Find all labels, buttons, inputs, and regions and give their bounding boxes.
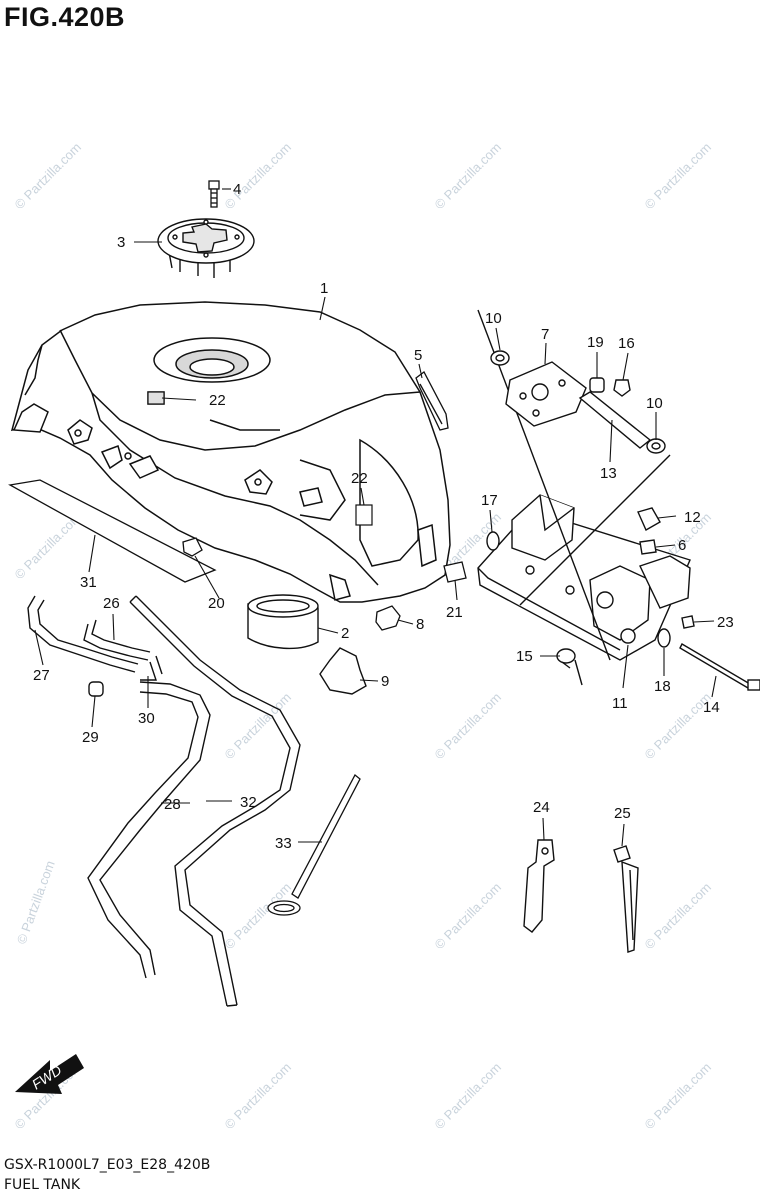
callout-13: 13 bbox=[600, 465, 617, 482]
callout-31: 31 bbox=[80, 574, 97, 591]
callout-22b: 22 bbox=[351, 470, 368, 487]
callout-32: 32 bbox=[240, 794, 257, 811]
callout-26: 26 bbox=[103, 595, 120, 612]
figure-title: FIG.420B bbox=[4, 2, 126, 32]
callout-7: 7 bbox=[541, 326, 549, 343]
callout-28: 28 bbox=[164, 796, 181, 813]
watermark: © Partzilla.com bbox=[222, 690, 295, 763]
part-pad-b bbox=[355, 504, 373, 526]
part-clamp bbox=[523, 839, 555, 933]
callout-6: 6 bbox=[678, 537, 686, 554]
part-strip bbox=[415, 371, 449, 431]
part-cable-tie bbox=[613, 845, 639, 953]
callout-20: 20 bbox=[208, 595, 225, 612]
callout-4: 4 bbox=[233, 181, 241, 198]
callout-1: 1 bbox=[320, 280, 328, 297]
callout-21: 21 bbox=[446, 604, 463, 621]
watermark: © Partzilla.com bbox=[642, 1060, 715, 1133]
part-bolt bbox=[208, 180, 220, 208]
watermark: © Partzilla.com bbox=[222, 1060, 295, 1133]
watermark: © Partzilla.com bbox=[14, 859, 58, 946]
part-label bbox=[443, 561, 467, 583]
part-breather-hose bbox=[129, 595, 301, 1007]
part-dipstick bbox=[267, 774, 361, 916]
part-mounting-plate bbox=[490, 350, 666, 454]
part-insulator-sheet bbox=[8, 479, 217, 583]
part-band bbox=[247, 594, 319, 650]
callout-14: 14 bbox=[703, 699, 720, 716]
part-damper bbox=[375, 605, 401, 631]
callout-2: 2 bbox=[341, 625, 349, 642]
part-bracket-assembly bbox=[477, 309, 691, 686]
callout-23: 23 bbox=[717, 614, 734, 631]
part-cushion bbox=[182, 537, 203, 557]
callout-12: 12 bbox=[684, 509, 701, 526]
callout-3: 3 bbox=[117, 234, 125, 251]
callout-22a: 22 bbox=[209, 392, 226, 409]
watermark: © Partzilla.com bbox=[432, 140, 505, 213]
callout-18: 18 bbox=[654, 678, 671, 695]
watermark: © Partzilla.com bbox=[432, 1060, 505, 1133]
callout-33: 33 bbox=[275, 835, 292, 852]
callout-labels: 1 2 3 4 5 6 7 8 9 10 10 11 12 13 14 15 1… bbox=[33, 181, 734, 852]
callout-27: 27 bbox=[33, 667, 50, 684]
watermark: © Partzilla.com bbox=[432, 690, 505, 763]
part-fuel-tank bbox=[10, 301, 451, 603]
figure-code: GSX-R1000L7_E03_E28_420B bbox=[4, 1157, 211, 1173]
callout-5: 5 bbox=[414, 347, 422, 364]
callout-9: 9 bbox=[381, 673, 389, 690]
callout-24: 24 bbox=[533, 799, 550, 816]
figure-name: FUEL TANK bbox=[4, 1177, 81, 1193]
watermark: © Partzilla.com bbox=[12, 140, 85, 213]
part-drain-hose bbox=[87, 681, 211, 979]
callout-19: 19 bbox=[587, 334, 604, 351]
watermark: © Partzilla.com bbox=[642, 880, 715, 953]
callout-30: 30 bbox=[138, 710, 155, 727]
forward-arrow: FWD bbox=[15, 1054, 84, 1094]
callout-10a: 10 bbox=[485, 310, 502, 327]
callout-25: 25 bbox=[614, 805, 631, 822]
callout-10b: 10 bbox=[646, 395, 663, 412]
watermark: © Partzilla.com bbox=[432, 880, 505, 953]
callout-8: 8 bbox=[416, 616, 424, 633]
part-hoses bbox=[27, 595, 163, 697]
part-pad-a bbox=[147, 391, 165, 405]
callout-11: 11 bbox=[612, 695, 628, 712]
watermark: © Partzilla.com bbox=[222, 880, 295, 953]
callout-15: 15 bbox=[516, 648, 533, 665]
watermark: © Partzilla.com bbox=[222, 140, 295, 213]
callout-29: 29 bbox=[82, 729, 99, 746]
part-fasteners bbox=[486, 507, 760, 691]
callout-16: 16 bbox=[618, 335, 635, 352]
leader-lines bbox=[34, 188, 717, 847]
callout-17: 17 bbox=[481, 492, 498, 509]
part-fuel-cap bbox=[157, 218, 255, 278]
part-bracket bbox=[319, 647, 367, 695]
watermark: © Partzilla.com bbox=[642, 140, 715, 213]
